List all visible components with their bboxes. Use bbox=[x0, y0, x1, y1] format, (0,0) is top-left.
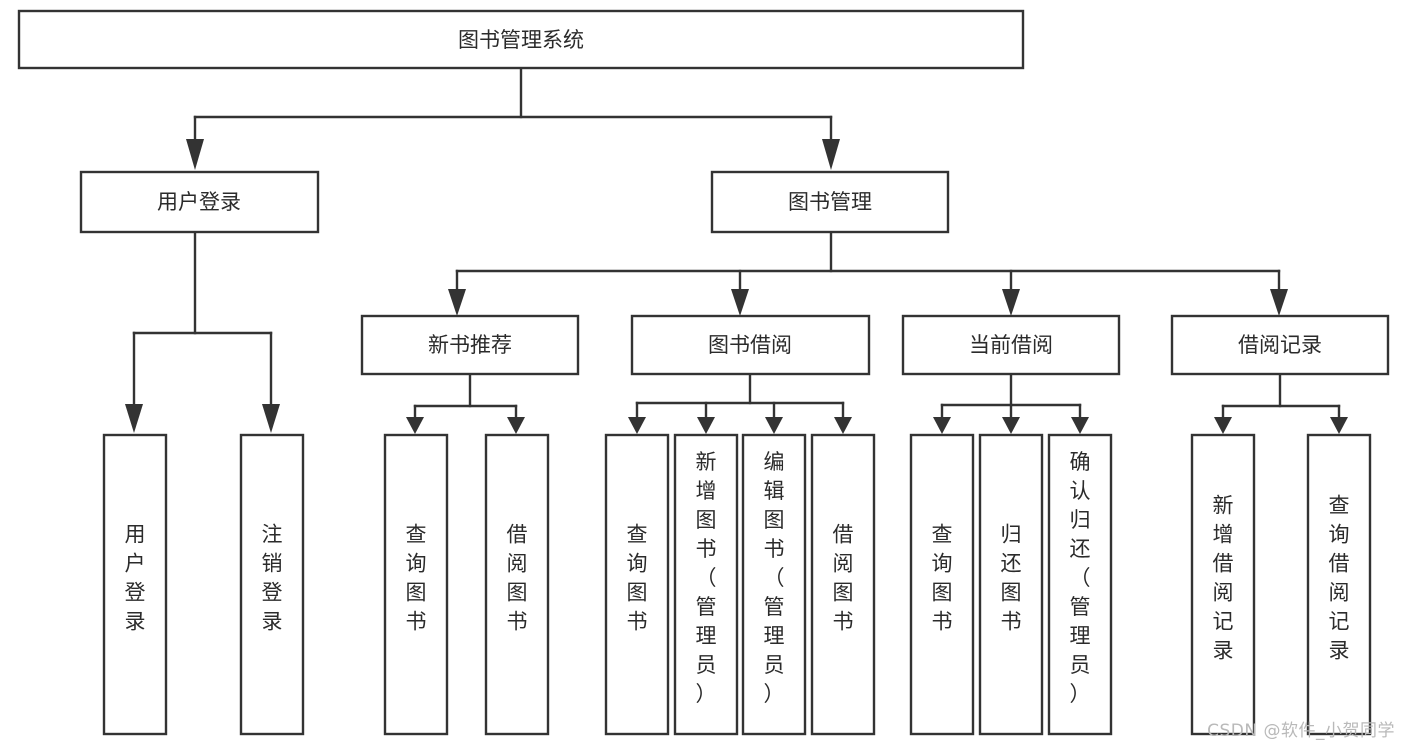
arrow-head-record-leaf-2 bbox=[1330, 417, 1348, 434]
node-user-login-label: 用户登录 bbox=[157, 190, 241, 214]
node-book-borrow[interactable]: 图书借阅 bbox=[630, 314, 871, 376]
arrow-head-current-leaf-2 bbox=[1002, 417, 1020, 434]
arrow-head-recommend-leaf-2 bbox=[507, 417, 525, 434]
leaf-node-current-confirm-return[interactable]: 确认归还（管理员） bbox=[1047, 433, 1113, 736]
node-current-borrow-label: 当前借阅 bbox=[969, 333, 1053, 357]
leaf-record-query-label: 查询借阅记录 bbox=[1329, 494, 1350, 663]
leaf-current-confirm-return-label: 确认归还（管理员） bbox=[1070, 450, 1091, 706]
node-book-manage-label: 图书管理 bbox=[788, 190, 872, 214]
node-root-label: 图书管理系统 bbox=[458, 28, 584, 52]
node-user-login[interactable]: 用户登录 bbox=[79, 170, 320, 234]
arrow-head-recommend-leaf-1 bbox=[406, 417, 424, 434]
leaf-borrow-edit-book-label: 编辑图书（管理员） bbox=[764, 450, 785, 706]
arrow-head-new-book-recommend bbox=[448, 289, 466, 316]
leaf-recommend-borrow-book-box[interactable] bbox=[484, 433, 550, 736]
arrow-head-borrow-leaf-1 bbox=[628, 417, 646, 434]
leaf-record-query-box[interactable] bbox=[1306, 433, 1372, 736]
arrow-head-current-leaf-3 bbox=[1071, 417, 1089, 434]
leaf-node-recommend-borrow-book[interactable]: 借阅图书 bbox=[484, 433, 550, 736]
leaf-recommend-query-book-box[interactable] bbox=[383, 433, 449, 736]
node-root-box[interactable] bbox=[17, 9, 1025, 70]
leaf-user-login-label: 用户登录 bbox=[125, 523, 146, 634]
arrow-head-leaf-user-login bbox=[125, 404, 143, 433]
node-borrow-record[interactable]: 借阅记录 bbox=[1170, 314, 1390, 376]
leaf-recommend-borrow-book-label: 借阅图书 bbox=[507, 523, 528, 634]
node-new-book-recommend-box[interactable] bbox=[360, 314, 580, 376]
arrow-head-borrow-leaf-3 bbox=[765, 417, 783, 434]
node-book-borrow-box[interactable] bbox=[630, 314, 871, 376]
arrow-head-book-manage bbox=[822, 139, 840, 170]
leaf-borrow-edit-book-box[interactable] bbox=[741, 433, 807, 736]
leaf-borrow-add-book-box[interactable] bbox=[673, 433, 739, 736]
leaf-logout-box[interactable] bbox=[239, 433, 305, 736]
arrow-head-borrow-leaf-2 bbox=[697, 417, 715, 434]
leaf-current-confirm-return-box[interactable] bbox=[1047, 433, 1113, 736]
node-new-book-recommend-label: 新书推荐 bbox=[428, 333, 512, 357]
arrow-head-book-borrow bbox=[731, 289, 749, 316]
node-borrow-record-label: 借阅记录 bbox=[1238, 333, 1322, 357]
arrow-head-current-borrow bbox=[1002, 289, 1020, 316]
leaf-record-add-label: 新增借阅记录 bbox=[1213, 494, 1234, 663]
leaf-node-borrow-borrow-book[interactable]: 借阅图书 bbox=[810, 433, 876, 736]
arrow-head-record-leaf-1 bbox=[1214, 417, 1232, 434]
leaf-node-borrow-edit-book[interactable]: 编辑图书（管理员） bbox=[741, 433, 807, 736]
leaf-node-borrow-add-book[interactable]: 新增图书（管理员） bbox=[673, 433, 739, 736]
leaf-borrow-borrow-book-box[interactable] bbox=[810, 433, 876, 736]
node-book-borrow-label: 图书借阅 bbox=[708, 333, 792, 357]
leaf-node-user-login[interactable]: 用户登录 bbox=[102, 433, 168, 736]
leaf-node-recommend-query-book[interactable]: 查询图书 bbox=[383, 433, 449, 736]
leaf-recommend-query-book-label: 查询图书 bbox=[406, 523, 427, 634]
arrow-head-borrow-leaf-4 bbox=[834, 417, 852, 434]
connector-layer bbox=[125, 66, 1348, 434]
leaf-borrow-query-book-label: 查询图书 bbox=[627, 523, 648, 634]
leaf-current-return-book-label: 归还图书 bbox=[1001, 523, 1022, 634]
arrow-head-current-leaf-1 bbox=[933, 417, 951, 434]
node-current-borrow[interactable]: 当前借阅 bbox=[901, 314, 1121, 376]
node-borrow-record-box[interactable] bbox=[1170, 314, 1390, 376]
arrow-head-leaf-logout bbox=[262, 404, 280, 433]
leaf-node-record-query[interactable]: 查询借阅记录 bbox=[1306, 433, 1372, 736]
leaf-current-query-book-box[interactable] bbox=[909, 433, 975, 736]
node-current-borrow-box[interactable] bbox=[901, 314, 1121, 376]
leaf-node-borrow-query-book[interactable]: 查询图书 bbox=[604, 433, 670, 736]
node-book-manage-box[interactable] bbox=[710, 170, 950, 234]
node-root-system[interactable]: 图书管理系统 bbox=[17, 9, 1025, 70]
leaf-borrow-borrow-book-label: 借阅图书 bbox=[833, 523, 854, 634]
leaf-borrow-add-book-label: 新增图书（管理员） bbox=[696, 450, 717, 706]
leaf-node-logout[interactable]: 注销登录 bbox=[239, 433, 305, 736]
node-new-book-recommend[interactable]: 新书推荐 bbox=[360, 314, 580, 376]
leaf-current-return-book-box[interactable] bbox=[978, 433, 1044, 736]
arrow-head-user-login bbox=[186, 139, 204, 170]
leaf-logout-label: 注销登录 bbox=[262, 523, 283, 634]
leaf-user-login-box[interactable] bbox=[102, 433, 168, 736]
leaf-node-current-query-book[interactable]: 查询图书 bbox=[909, 433, 975, 736]
node-user-login-box[interactable] bbox=[79, 170, 320, 234]
leaf-node-current-return-book[interactable]: 归还图书 bbox=[978, 433, 1044, 736]
leaf-node-record-add[interactable]: 新增借阅记录 bbox=[1190, 433, 1256, 736]
leaf-current-query-book-label: 查询图书 bbox=[932, 523, 953, 634]
node-book-manage[interactable]: 图书管理 bbox=[710, 170, 950, 234]
arrow-head-borrow-record bbox=[1270, 289, 1288, 316]
leaf-record-add-box[interactable] bbox=[1190, 433, 1256, 736]
leaf-borrow-query-book-box[interactable] bbox=[604, 433, 670, 736]
